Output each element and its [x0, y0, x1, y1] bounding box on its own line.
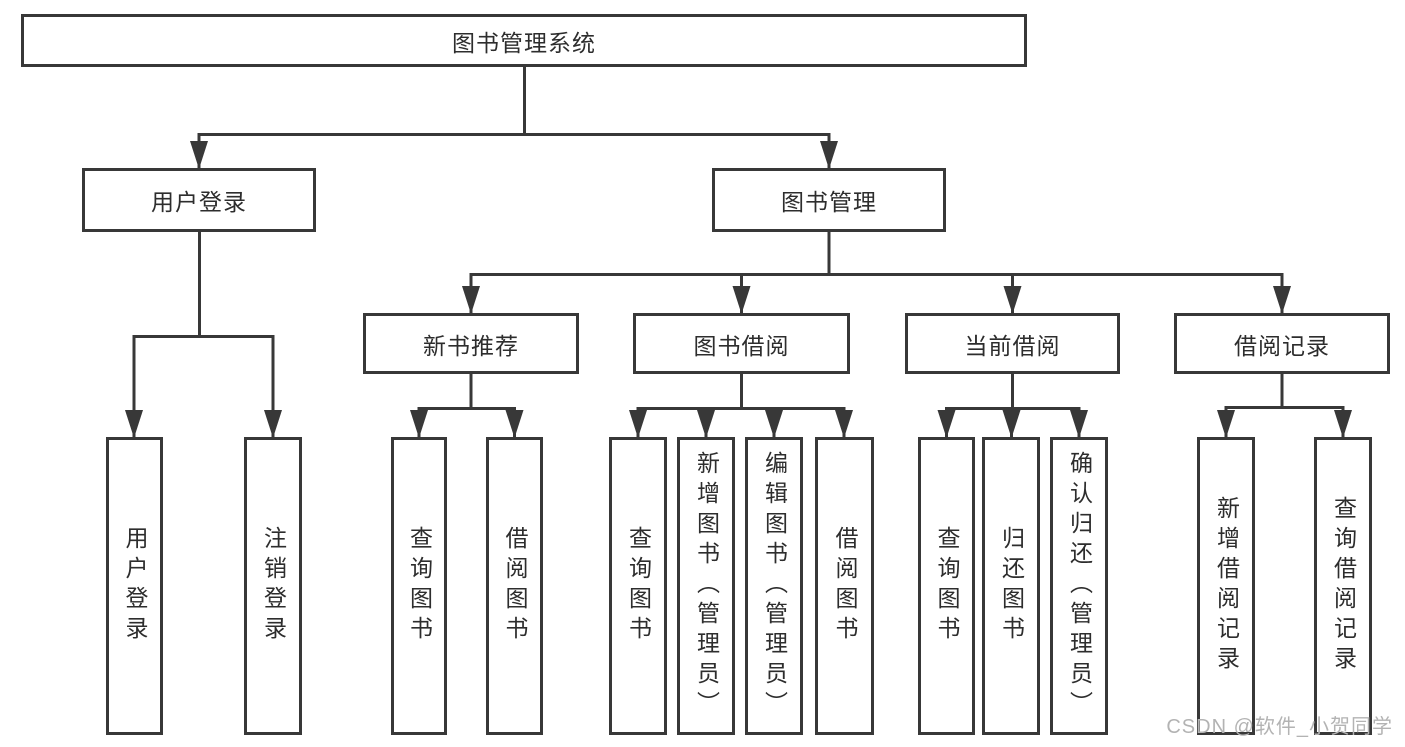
- node-root-label: 图书管理系统: [452, 29, 596, 56]
- leaf-edit-books-admin: 编辑图书（管理员）: [745, 437, 803, 735]
- leaf-add-books-admin: 新增图书（管理员）: [677, 437, 735, 735]
- node-book-borrowing: 图书借阅: [633, 313, 850, 374]
- leaf-newbooks-query-books-label: 查询图书: [406, 526, 433, 646]
- leaf-confirm-return-admin-label: 确认归还（管理员）: [1066, 451, 1093, 721]
- leaf-user-login: 用户登录: [106, 437, 163, 735]
- leaf-logout-label: 注销登录: [260, 526, 287, 646]
- leaf-user-login-label: 用户登录: [122, 526, 148, 646]
- node-user-login-label: 用户登录: [151, 189, 247, 215]
- leaf-logout: 注销登录: [244, 437, 302, 735]
- leaf-borrowing-query-books-label: 查询图书: [625, 526, 652, 646]
- csdn-watermark: CSDN @软件_小贺同学: [1166, 716, 1393, 738]
- node-book-management-label: 图书管理: [781, 189, 877, 215]
- leaf-return-books: 归还图书: [982, 437, 1040, 735]
- node-book-management: 图书管理: [712, 168, 946, 232]
- leaf-add-books-admin-label: 新增图书（管理员）: [693, 451, 720, 721]
- leaf-newbooks-borrow-books: 借阅图书: [486, 437, 543, 735]
- leaf-add-borrow-record-label: 新增借阅记录: [1213, 496, 1240, 676]
- leaf-edit-books-admin-label: 编辑图书（管理员）: [761, 451, 788, 721]
- node-current-borrowing: 当前借阅: [905, 313, 1120, 374]
- leaf-current-query-books: 查询图书: [918, 437, 975, 735]
- node-current-borrowing-label: 当前借阅: [964, 332, 1061, 359]
- connector-strokes: [132, 67, 1345, 437]
- leaf-confirm-return-admin: 确认归还（管理员）: [1050, 437, 1108, 735]
- arrowheads: [125, 141, 1352, 438]
- leaf-borrowing-borrow-books-label: 借阅图书: [832, 526, 858, 646]
- leaf-query-borrow-record-label: 查询借阅记录: [1330, 496, 1357, 676]
- leaf-query-borrow-record: 查询借阅记录: [1314, 437, 1372, 735]
- node-new-book-recommend-label: 新书推荐: [423, 332, 519, 359]
- node-new-book-recommend: 新书推荐: [363, 313, 579, 374]
- node-user-login: 用户登录: [82, 168, 316, 232]
- leaf-borrowing-borrow-books: 借阅图书: [815, 437, 874, 735]
- node-borrow-records: 借阅记录: [1174, 313, 1390, 374]
- leaf-current-query-books-label: 查询图书: [934, 526, 960, 646]
- leaf-add-borrow-record: 新增借阅记录: [1197, 437, 1255, 735]
- leaf-return-books-label: 归还图书: [998, 526, 1025, 646]
- leaf-newbooks-borrow-books-label: 借阅图书: [502, 526, 528, 646]
- node-book-borrowing-label: 图书借阅: [693, 332, 790, 359]
- node-borrow-records-label: 借阅记录: [1234, 332, 1330, 359]
- leaf-borrowing-query-books: 查询图书: [609, 437, 667, 735]
- node-root: 图书管理系统: [21, 14, 1027, 67]
- leaf-newbooks-query-books: 查询图书: [391, 437, 447, 735]
